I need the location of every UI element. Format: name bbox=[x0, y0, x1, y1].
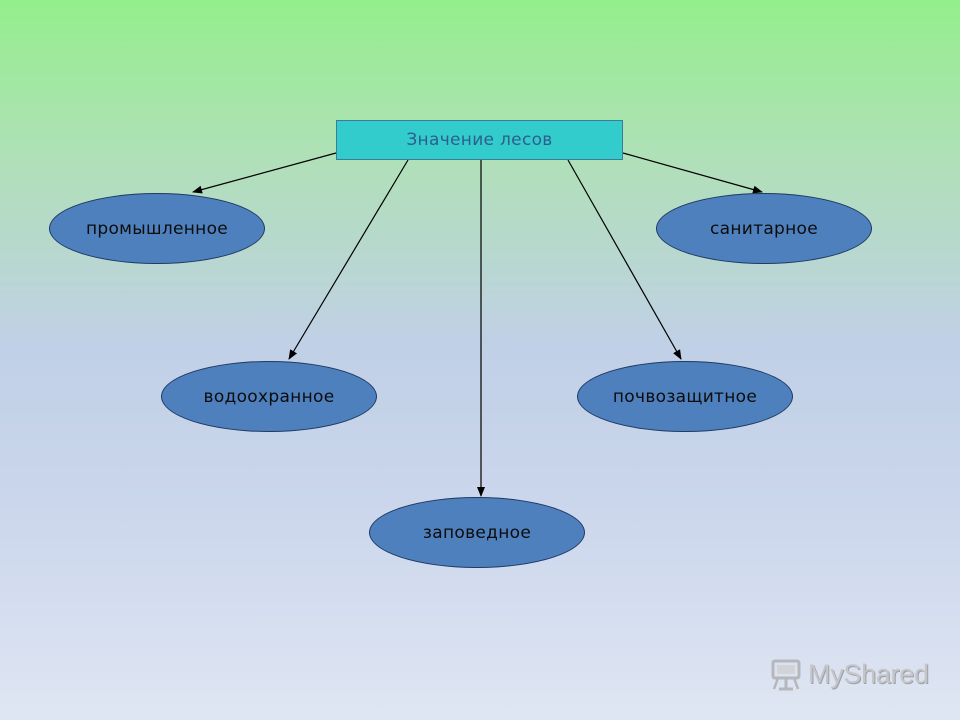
node-reserve-label: заповедное bbox=[422, 522, 532, 543]
node-water-protective-label: водоохранное bbox=[203, 386, 335, 407]
presentation-board-icon bbox=[771, 659, 801, 691]
arrow-to-industrial bbox=[192, 152, 337, 194]
node-water-protective: водоохранное bbox=[161, 361, 377, 432]
arrow-to-sanitary bbox=[622, 152, 763, 194]
watermark-logo: MyShared bbox=[768, 656, 929, 692]
node-soil-protective: почвозащитное bbox=[577, 361, 793, 432]
node-industrial-label: промышленное bbox=[85, 218, 229, 239]
arrow-to-water-protective bbox=[288, 159, 409, 360]
node-sanitary-label: санитарное bbox=[709, 218, 818, 239]
arrow-to-soil-protective bbox=[567, 159, 682, 360]
node-soil-protective-label: почвозащитное bbox=[612, 386, 758, 407]
watermark-text: MyShared bbox=[808, 658, 929, 689]
root-node-box: Значение лесов bbox=[336, 120, 623, 160]
node-reserve: заповедное bbox=[369, 497, 585, 568]
root-node-label: Значение лесов bbox=[406, 130, 553, 150]
node-industrial: промышленное bbox=[49, 193, 265, 264]
node-sanitary: санитарное bbox=[656, 193, 872, 264]
